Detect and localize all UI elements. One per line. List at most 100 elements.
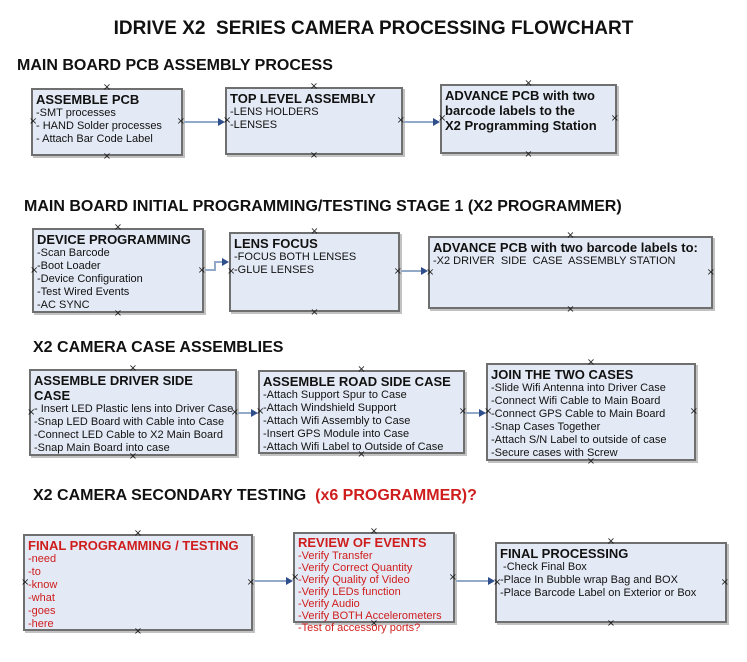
box-title: REVIEW OF EVENTS <box>298 535 427 550</box>
flow-arrow-review-to-finalproc[interactable] <box>456 576 495 586</box>
box-title: ASSEMBLE PCB <box>36 92 140 107</box>
section-heading-red-part: (x6 PROGRAMMER)? <box>306 487 477 504</box>
box-title: LENS FOCUS <box>234 236 318 251</box>
box-item: -Device Configuration <box>37 273 143 285</box>
box-title: FINAL PROCESSING <box>500 546 629 561</box>
box-item: -Snap Cases Together <box>491 421 601 433</box>
box-item: -AC SYNC <box>37 299 90 311</box>
box-item: -Verify Audio <box>298 598 360 610</box>
arrow-shaft <box>466 412 480 414</box>
flow-box-final-processing[interactable]: FINAL PROCESSING -Check Final Box -Place… <box>493 537 729 629</box>
arrowhead-icon <box>222 258 229 266</box>
box-item: -Verify Correct Quantity <box>298 562 413 574</box>
box-item: -Snap Main Board into case <box>34 442 170 454</box>
box-title: ASSEMBLE ROAD SIDE CASE <box>263 374 451 389</box>
arrow-shaft <box>456 580 489 582</box>
flow-box-final-programming-testing[interactable]: FINAL PROGRAMMING / TESTING -need -to -k… <box>21 529 255 637</box>
flow-box-review-of-events[interactable]: REVIEW OF EVENTS -Verify Transfer -Verif… <box>291 527 457 635</box>
arrowhead-icon <box>488 577 495 585</box>
arrowhead-icon <box>479 409 486 417</box>
connection-point-icon: × <box>310 307 319 318</box>
box-title: JOIN THE TWO CASES <box>491 367 634 382</box>
box-item: -Place Barcode Label on Exterior or Box <box>500 587 697 599</box>
box-item: -Test Wired Events <box>37 286 130 298</box>
connection-point-icon: × <box>524 149 533 160</box>
box-item: -X2 DRIVER SIDE CASE ASSEMBLY STATION <box>433 255 676 267</box>
box-item: -to <box>28 566 41 578</box>
box-title: ADVANCE PCB with two barcode labels to t… <box>445 88 597 133</box>
arrow-shaft <box>401 270 422 272</box>
box-item: -need <box>28 553 57 565</box>
page-title: IDRIVE X2 SERIES CAMERA PROCESSING FLOWC… <box>113 18 634 39</box>
flow-box-advance-pcb-driver-side-station[interactable]: ADVANCE PCB with two barcode labels to: … <box>426 231 715 315</box>
box-title: TOP LEVEL ASSEMBLY <box>230 91 376 106</box>
box-item: -Insert GPS Module into Case <box>263 428 410 440</box>
flow-box-assemble-road-side-case[interactable]: ASSEMBLE ROAD SIDE CASE -Attach Support … <box>256 365 467 460</box>
box-item: -what <box>28 592 55 604</box>
section-heading-pcb-assembly: MAIN BOARD PCB ASSEMBLY PROCESS <box>17 57 333 74</box>
flow-arrow-driverside-to-roadside[interactable] <box>238 408 258 418</box>
arrow-shaft <box>254 580 287 582</box>
box-title: ASSEMBLE DRIVER SIDE CASE <box>34 373 193 403</box>
section-heading-black-part: X2 CAMERA SECONDARY TESTING <box>33 487 307 504</box>
arrow-shaft <box>214 262 216 271</box>
box-item: -Secure cases with Screw <box>491 447 618 459</box>
arrow-shaft <box>238 412 252 414</box>
box-item: -LENS HOLDERS <box>230 106 319 118</box>
box-title: DEVICE PROGRAMMING <box>37 232 191 247</box>
box-item: -Slide Wifi Antenna into Driver Case <box>491 382 666 394</box>
arrowhead-icon <box>286 577 293 585</box>
flow-arrow-roadside-to-join[interactable] <box>466 408 486 418</box>
connection-point-icon: × <box>706 266 715 278</box>
flow-arrow-finalprog-to-review[interactable] <box>254 576 293 586</box>
box-item: -Attach Wifi Assembly to Case <box>263 415 411 427</box>
box-item-overflow: -Test of accessory ports? <box>298 622 421 634</box>
box-item: -Verify Quality of Video <box>298 574 410 586</box>
arrowhead-icon <box>433 118 440 126</box>
box-item: -Connect GPS Cable to Main Board <box>491 408 666 420</box>
flow-box-device-programming[interactable]: DEVICE PROGRAMMING -Scan Barcode -Boot L… <box>30 223 206 319</box>
arrow-shaft <box>184 121 219 123</box>
connection-point-icon: × <box>102 151 112 162</box>
box-item: - Insert LED Plastic lens into Driver Ca… <box>34 403 234 415</box>
box-item: -Attach Support Spur to Case <box>263 389 407 401</box>
flow-arrow-lensfocus-to-advance[interactable] <box>401 266 428 276</box>
flow-box-advance-pcb-programming-station[interactable]: ADVANCE PCB with two barcode labels to t… <box>438 79 619 160</box>
box-item: -Verify BOTH Accelerometers <box>298 610 442 622</box>
arrow-shaft <box>205 269 216 271</box>
box-item: - HAND Solder processes <box>36 120 162 132</box>
box-item: -Verify Transfer <box>298 550 373 562</box>
box-item: -GLUE LENSES <box>234 264 315 276</box>
section-heading-secondary-testing: X2 CAMERA SECONDARY TESTING (x6 PROGRAMM… <box>33 487 477 505</box>
arrow-shaft <box>404 121 434 123</box>
flow-arrow-toplevel-to-advance[interactable] <box>404 117 440 127</box>
box-item: -Connect Wifi Cable to Main Board <box>491 395 661 407</box>
box-item: - Attach Bar Code Label <box>36 133 153 145</box>
arrowhead-icon <box>421 267 428 275</box>
flow-box-lens-focus[interactable]: LENS FOCUS -FOCUS BOTH LENSES -GLUE LENS… <box>227 227 402 318</box>
box-item: -Check Final Box <box>500 561 587 573</box>
box-title: ADVANCE PCB with two barcode labels to: <box>433 240 698 255</box>
box-title: FINAL PROGRAMMING / TESTING <box>28 538 239 553</box>
box-item: -Verify LEDs function <box>298 586 401 598</box>
box-item: -goes <box>28 605 56 617</box>
section-heading-case-assemblies: X2 CAMERA CASE ASSEMBLIES <box>33 339 284 356</box>
box-item: -Snap LED Board with Cable into Case <box>34 416 225 428</box>
connection-point-icon: × <box>309 150 319 161</box>
box-item: -Scan Barcode <box>37 247 110 259</box>
flow-box-join-the-two-cases[interactable]: JOIN THE TWO CASES -Slide Wifi Antenna i… <box>484 358 698 467</box>
arrowhead-icon <box>251 409 258 417</box>
flow-box-top-level-assembly[interactable]: TOP LEVEL ASSEMBLY -LENS HOLDERS -LENSES… <box>223 82 405 161</box>
box-item: -LENSES <box>230 119 278 131</box>
arrow-shaft <box>214 261 223 263</box>
connection-point-icon: × <box>606 618 616 629</box>
box-item: -Attach Wifi Label to Outside of Case <box>263 441 444 453</box>
box-item: -know <box>28 579 58 591</box>
flow-box-assemble-pcb[interactable]: ASSEMBLE PCB -SMT processes - HAND Solde… <box>29 83 185 162</box>
box-item: -Connect LED Cable to X2 Main Board <box>34 429 223 441</box>
arrowhead-icon <box>218 118 225 126</box>
flow-box-assemble-driver-side-case[interactable]: ASSEMBLE DRIVER SIDE CASE - Insert LED P… <box>27 364 239 462</box>
flow-arrow-assemble-to-toplevel[interactable] <box>184 117 225 127</box>
box-item: -here <box>28 618 54 630</box>
